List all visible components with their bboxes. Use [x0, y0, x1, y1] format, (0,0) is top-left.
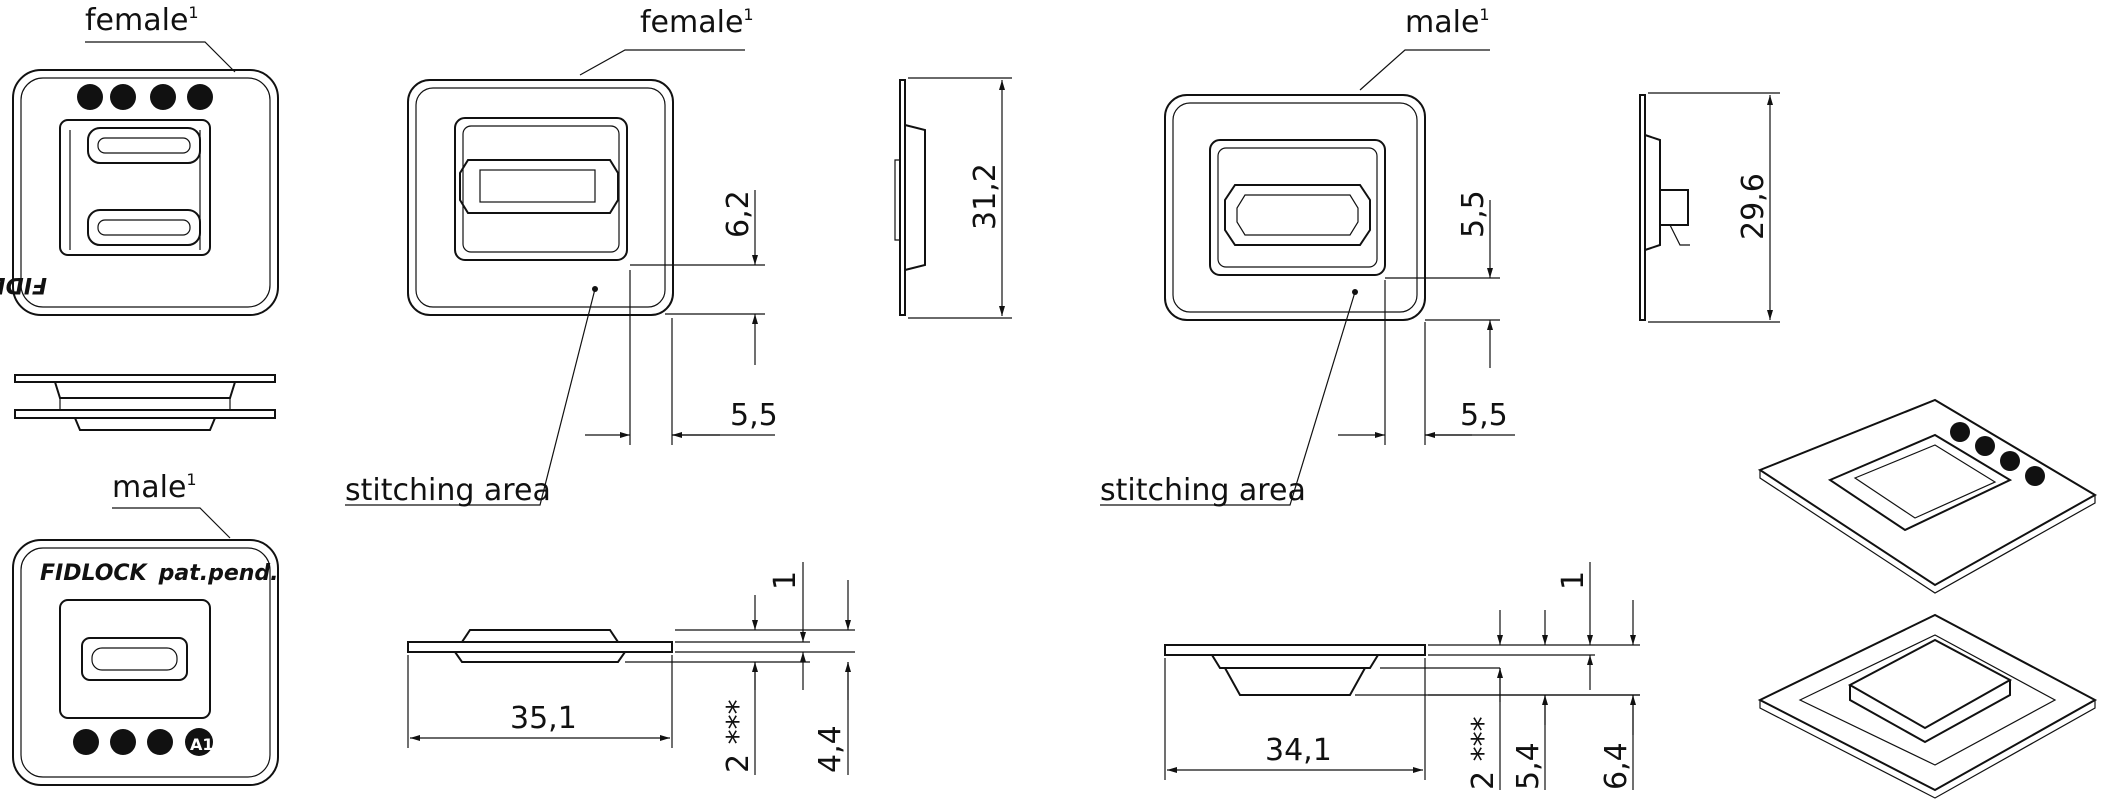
female-isometric-view: [1757, 398, 2097, 594]
stitching-area-label-female: stitching area: [345, 473, 551, 508]
male-label: male1: [1405, 5, 1490, 40]
male-thickness-top-dim: 1: [1556, 571, 1591, 590]
male-thickness-total-dim: 6,4: [1599, 742, 1634, 790]
badge-text: A1: [190, 735, 214, 754]
male-side-view: [1639, 94, 1646, 321]
female-width-dim: 35,1: [510, 701, 577, 736]
male-leader-left: [112, 507, 231, 539]
female-dimension-drawing: female1 stitching area 31,2 6,2 5,5: [345, 5, 1012, 775]
female-label: female1: [640, 5, 754, 40]
male-offset-horizontal-dim: 5,5: [1460, 398, 1508, 433]
female-height-dim: 31,2: [968, 163, 1003, 230]
female-leader-left: [85, 41, 236, 73]
male-thickness-mid-dim: 5,4: [1511, 742, 1546, 790]
female-side-view: [899, 79, 906, 316]
male-plate: [1164, 94, 1426, 321]
female-thickness-total-dim: 4,4: [813, 725, 848, 773]
male-front-view: [1164, 644, 1426, 656]
rating-icons-female: [77, 84, 213, 110]
male-label-left: male1: [112, 470, 197, 505]
male-offset-vertical-dim: 5,5: [1456, 190, 1491, 238]
female-offset-vertical-dim: 6,2: [721, 190, 756, 238]
male-thickness-bottom-dim: 2 ***: [1466, 716, 1501, 790]
female-label-left: female1: [85, 3, 199, 38]
female-stitching-grid: [415, 87, 666, 308]
female-plate: [407, 79, 674, 316]
male-stitching-grid: [1172, 102, 1418, 313]
female-thickness-bottom-dim: 2 ***: [721, 699, 756, 773]
female-thickness-top-dim: 1: [768, 571, 803, 590]
male-plate-outline: [12, 539, 279, 786]
male-isometric-view: [1757, 613, 2098, 799]
female-offset-horizontal-dim: 5,5: [730, 398, 778, 433]
stitching-area-label-male: stitching area: [1100, 473, 1306, 508]
male-dimension-drawing: male1 stitching area 29,6 5,5 5,5: [1100, 5, 1780, 790]
female-receptacle: [59, 119, 211, 256]
male-height-dim: 29,6: [1736, 173, 1771, 240]
female-plate-outline: [12, 69, 279, 316]
female-front-view: [407, 641, 673, 653]
male-tongue-base: [59, 599, 211, 719]
male-width-dim: 34,1: [1265, 733, 1332, 768]
female-side-view-small: [14, 374, 276, 431]
rating-icons-male: A1: [73, 728, 214, 756]
